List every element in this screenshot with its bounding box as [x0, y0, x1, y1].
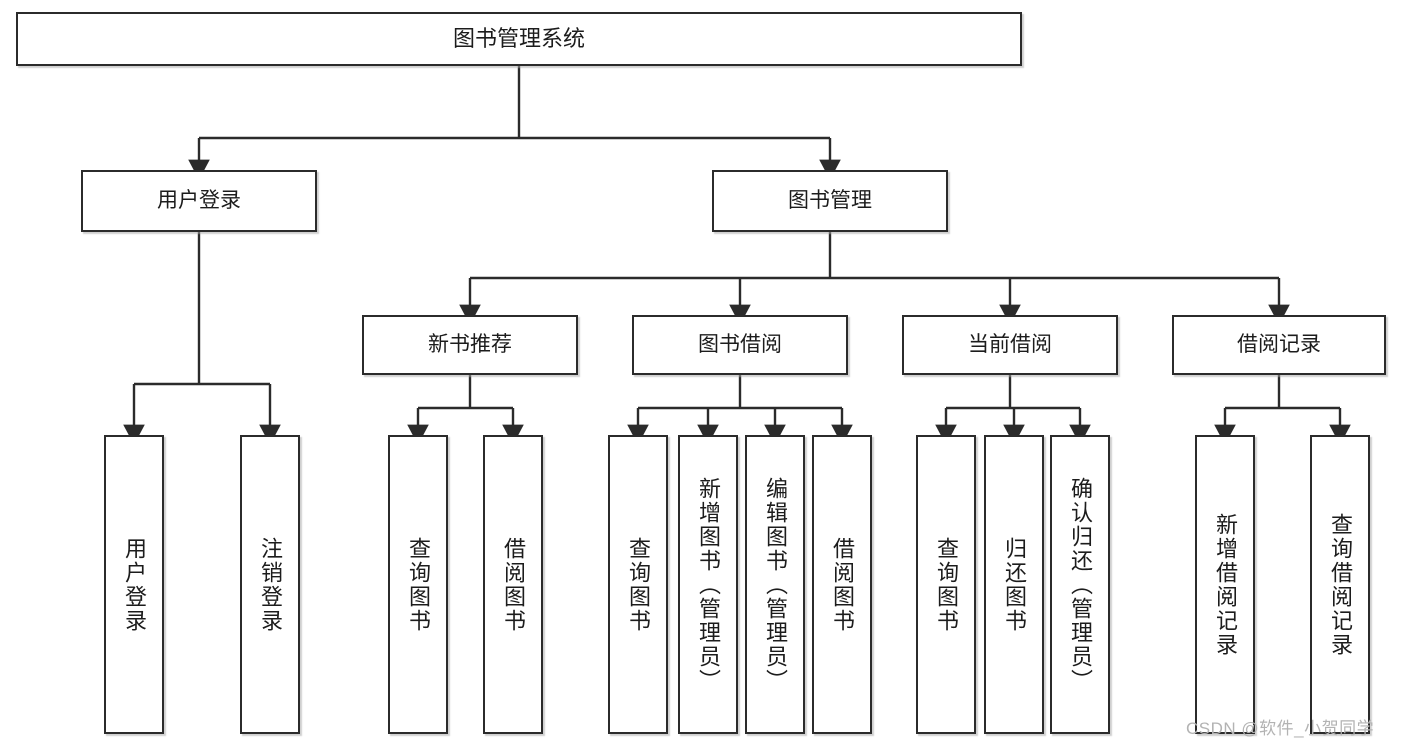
leaf-query-book-recommend[interactable]: 查询图书: [388, 435, 448, 734]
node-book-borrow[interactable]: 图书借阅: [632, 315, 848, 375]
leaf-edit-book-admin[interactable]: 编辑图书（管理员）: [745, 435, 805, 734]
node-label: 查询图书: [934, 536, 959, 633]
node-label: 借阅图书: [501, 536, 526, 633]
leaf-query-borrow-record[interactable]: 查询借阅记录: [1310, 435, 1370, 734]
leaf-confirm-return-admin[interactable]: 确认归还（管理员）: [1050, 435, 1110, 734]
leaf-borrow-book-recommend[interactable]: 借阅图书: [483, 435, 543, 734]
node-label: 图书管理: [788, 188, 872, 212]
node-label: 借阅记录: [1237, 332, 1321, 356]
node-label: 借阅图书: [830, 536, 855, 633]
node-label: 编辑图书（管理员）: [763, 476, 788, 693]
leaf-logout[interactable]: 注销登录: [240, 435, 300, 734]
node-label: 查询借阅记录: [1328, 512, 1353, 657]
node-label: 查询图书: [406, 536, 431, 633]
node-label: 查询图书: [626, 536, 651, 633]
leaf-query-book-borrow[interactable]: 查询图书: [608, 435, 668, 734]
node-label: 注销登录: [258, 536, 283, 633]
node-book-management[interactable]: 图书管理: [712, 170, 948, 232]
leaf-borrow-book[interactable]: 借阅图书: [812, 435, 872, 734]
node-user-login[interactable]: 用户登录: [81, 170, 317, 232]
node-label: 用户登录: [122, 536, 147, 633]
node-current-borrow[interactable]: 当前借阅: [902, 315, 1118, 375]
node-label: 用户登录: [157, 188, 241, 212]
leaf-add-borrow-record[interactable]: 新增借阅记录: [1195, 435, 1255, 734]
leaf-user-login[interactable]: 用户登录: [104, 435, 164, 734]
node-new-book-recommend[interactable]: 新书推荐: [362, 315, 578, 375]
node-label: 图书管理系统: [452, 26, 585, 52]
leaf-query-book-current[interactable]: 查询图书: [916, 435, 976, 734]
node-label: 确认归还（管理员）: [1068, 476, 1093, 693]
node-label: 归还图书: [1002, 536, 1027, 633]
node-root-library-system[interactable]: 图书管理系统: [16, 12, 1022, 66]
edges: [123, 66, 1351, 445]
node-label: 图书借阅: [698, 332, 782, 356]
leaf-add-book-admin[interactable]: 新增图书（管理员）: [678, 435, 738, 734]
node-label: 新增借阅记录: [1213, 512, 1238, 657]
leaf-return-book[interactable]: 归还图书: [984, 435, 1044, 734]
node-label: 新增图书（管理员）: [696, 476, 721, 693]
node-borrow-record[interactable]: 借阅记录: [1172, 315, 1386, 375]
node-label: 当前借阅: [968, 332, 1052, 356]
node-label: 新书推荐: [428, 332, 512, 356]
